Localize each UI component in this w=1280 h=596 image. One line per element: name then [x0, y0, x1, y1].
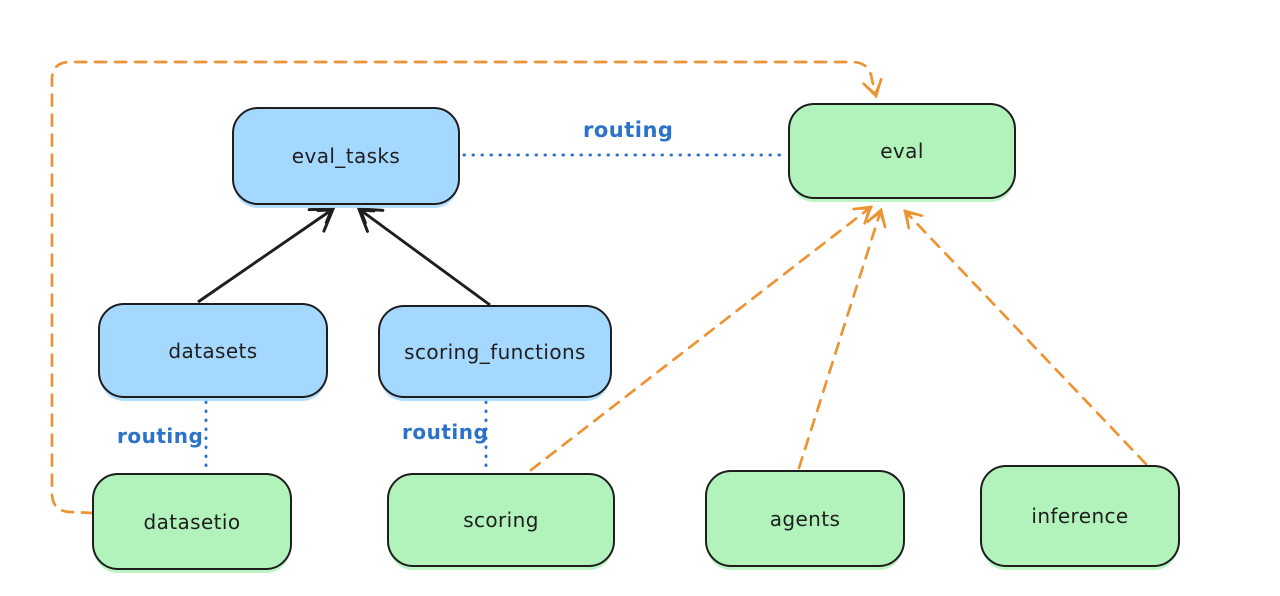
node-eval-label: eval	[880, 139, 924, 163]
routing-label-datasets-datasetio: routing	[117, 424, 204, 448]
node-scoring-functions-label: scoring_functions	[404, 339, 586, 364]
node-datasetio-label: datasetio	[143, 509, 241, 534]
edge-agents-to-eval	[797, 207, 887, 470]
node-scoring: scoring	[387, 473, 615, 567]
node-inference: inference	[980, 465, 1180, 567]
edge-scoring-functions-to-eval-tasks	[356, 207, 491, 307]
edge-datasets-to-eval-tasks	[197, 207, 336, 304]
node-agents: agents	[705, 470, 905, 567]
node-datasets: datasets	[98, 303, 328, 398]
node-scoring-label: scoring	[463, 508, 539, 532]
node-eval-tasks-label: eval_tasks	[291, 144, 401, 168]
edge-datasetio-to-eval	[50, 60, 883, 515]
node-agents-label: agents	[769, 506, 841, 531]
node-inference-label: inference	[1031, 504, 1129, 528]
edge-scoring-to-eval	[529, 205, 874, 472]
node-eval: eval	[788, 103, 1016, 199]
node-scoring-functions: scoring_functions	[378, 305, 612, 398]
routing-label-eval-tasks-eval: routing	[583, 118, 674, 142]
node-datasetio: datasetio	[92, 473, 292, 570]
edge-inference-to-eval	[903, 209, 1148, 466]
node-eval-tasks: eval_tasks	[232, 107, 460, 205]
routing-label-scoring-functions-scoring: routing	[402, 420, 489, 444]
node-datasets-label: datasets	[168, 338, 258, 363]
